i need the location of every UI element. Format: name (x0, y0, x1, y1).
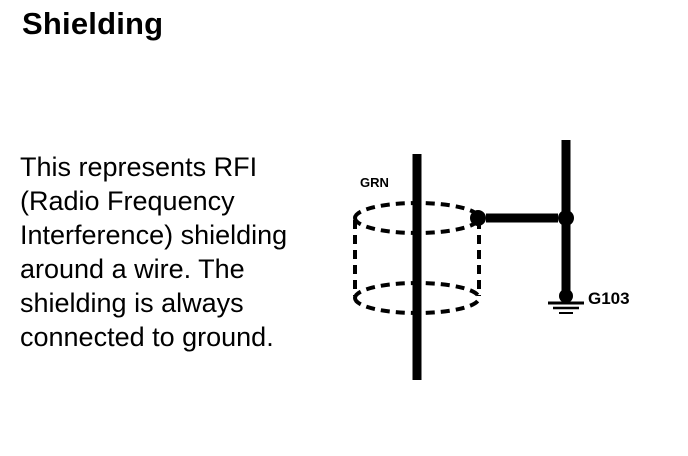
shielding-diagram-svg: GRN G103 (353, 140, 630, 380)
description-line: This represents RFI (20, 152, 258, 182)
shielding-diagram: GRN G103 (340, 130, 660, 390)
shield-connection-dot (470, 210, 486, 226)
description-line: shielding is always (20, 288, 244, 318)
description: This represents RFI (Radio Frequency Int… (20, 150, 350, 354)
ground-dot (559, 289, 573, 303)
wire-label: GRN (360, 175, 389, 190)
description-line: Interference) shielding (20, 220, 288, 250)
description-line: (Radio Frequency (20, 186, 235, 216)
page-title: Shielding (22, 6, 164, 41)
shield-top-rim-front (353, 217, 481, 235)
description-line: connected to ground. (20, 322, 274, 352)
description-line: around a wire. The (20, 254, 245, 284)
shield-bottom-rim-front (353, 297, 481, 315)
ground-label: G103 (588, 289, 630, 308)
